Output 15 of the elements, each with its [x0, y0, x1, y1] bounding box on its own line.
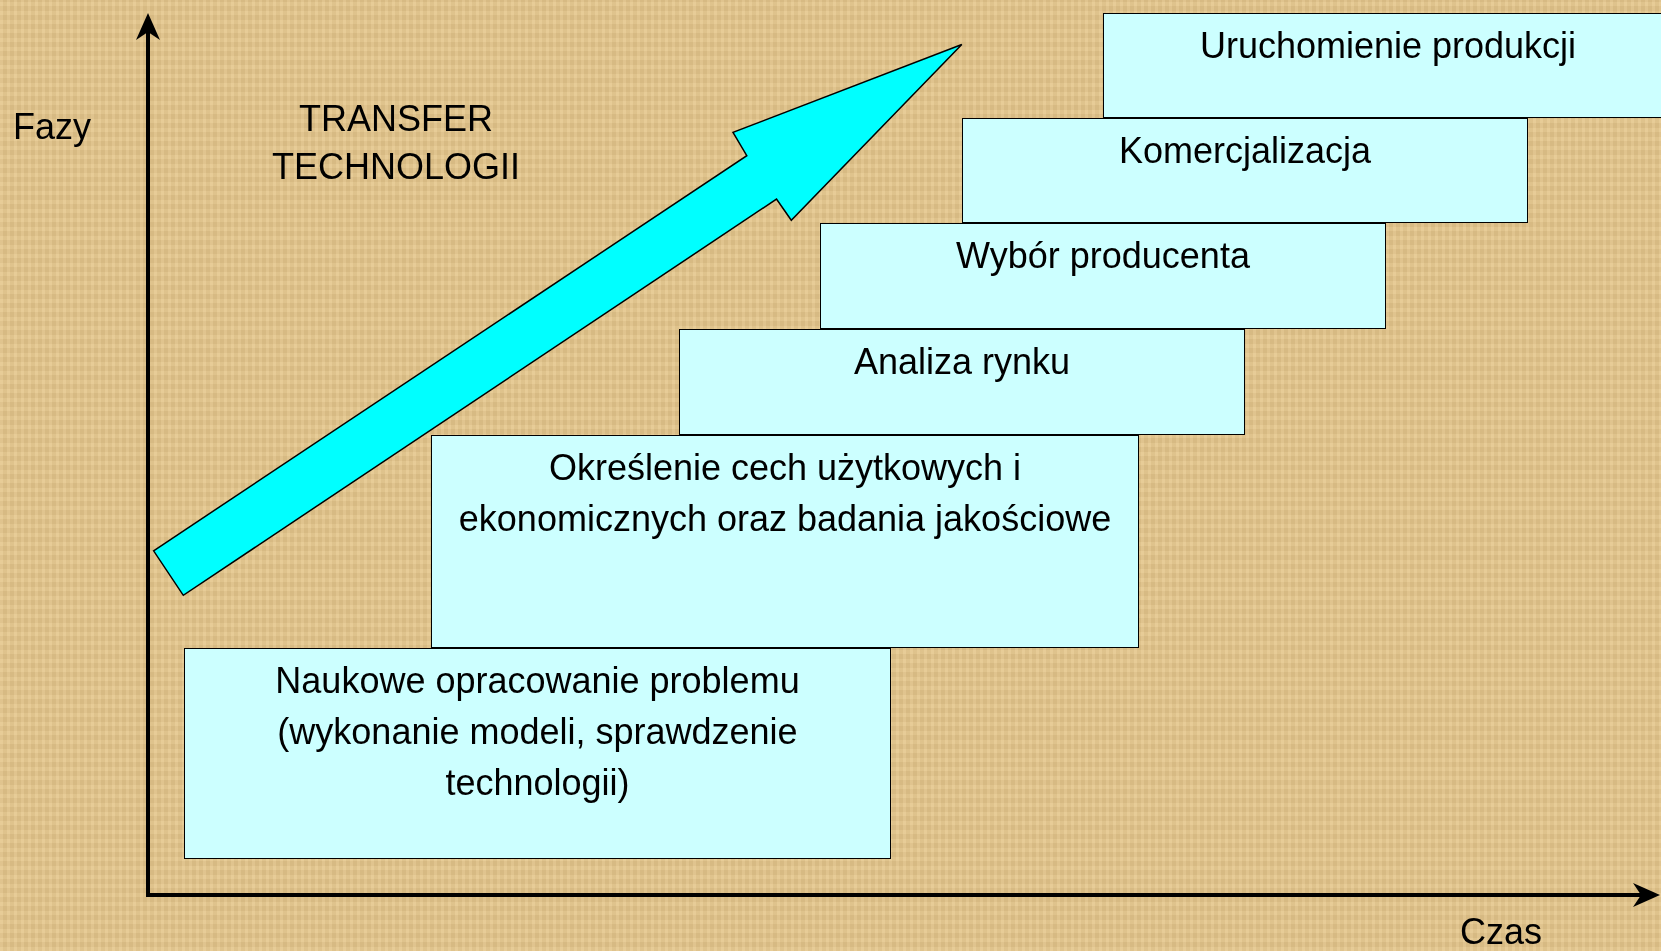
phase-label: Naukowe opracowanie problemu (wykonanie modeli, sprawdzenie technologii): [274, 659, 801, 805]
arrow-caption: TRANSFER TECHNOLOGII: [271, 97, 521, 189]
phase-label: Uruchomienie produkcji: [1199, 24, 1577, 68]
phase-box: [679, 329, 1245, 435]
phase-box: [820, 223, 1386, 329]
axis-label: Fazy: [13, 105, 91, 149]
phase-label: Określenie cech użytkowych i ekonomicznych oraz badania jakościowe: [457, 446, 1113, 541]
phase-label: Wybór producenta: [956, 234, 1250, 278]
phase-box: [962, 118, 1528, 223]
phase-label: Analiza rynku: [853, 340, 1071, 384]
phase-box: [184, 648, 891, 859]
axis-label: Czas: [1460, 910, 1543, 951]
phase-box: [431, 435, 1139, 648]
phase-box: [1103, 13, 1661, 118]
phase-label: Komercjalizacja: [1118, 129, 1372, 173]
